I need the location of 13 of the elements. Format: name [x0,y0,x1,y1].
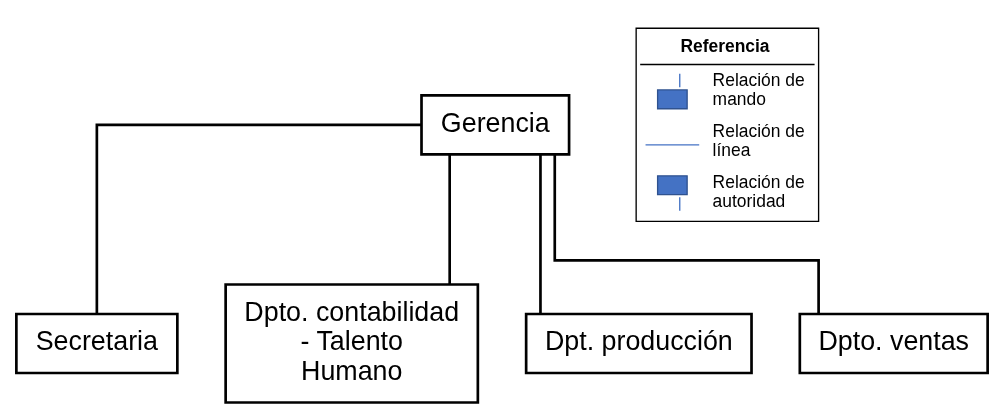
connector [538,154,542,314]
legend-label: Relación de línea [712,121,805,161]
node-box: Dpto. contabilidad - Talento Humano [223,283,479,404]
node-box: Gerencia [419,93,570,156]
node-box: Dpt. producción [524,312,753,375]
node-box: Dpto. ventas [798,312,989,375]
connector [95,123,421,314]
connector [552,154,820,314]
legend-label: Relación de autoridad [712,172,805,212]
label: Referencia [679,35,770,56]
legend-label: Relación de mando [712,70,805,110]
connector [447,154,451,285]
node-box: Secretaria [14,312,179,375]
